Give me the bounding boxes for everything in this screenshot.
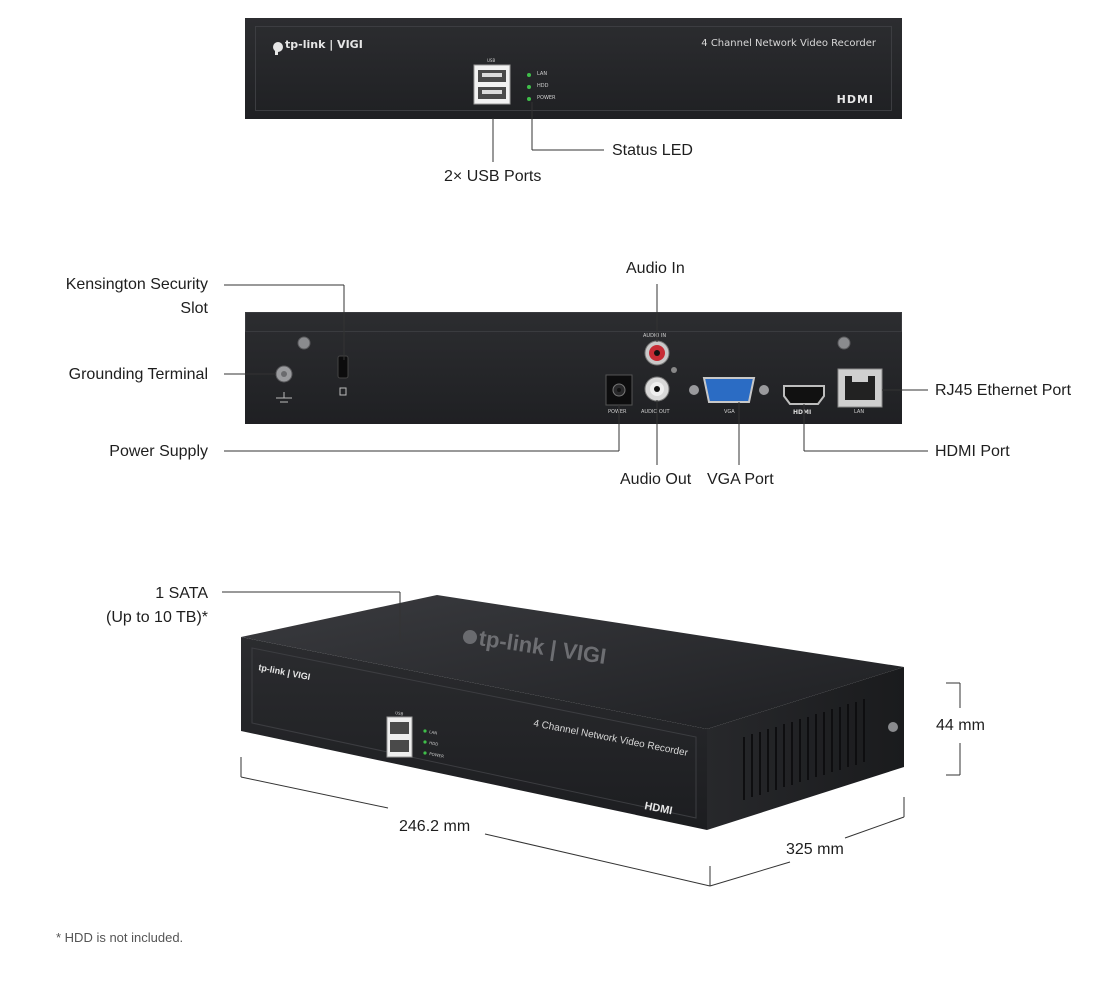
front-led-hdd: HDD bbox=[537, 83, 549, 89]
rear-port-audio-in-label: AUDIO IN bbox=[643, 333, 667, 339]
rear-panel-top-rim bbox=[245, 312, 902, 332]
label-audio-in: Audio In bbox=[626, 260, 685, 277]
label-usb-ports: 2× USB Ports bbox=[444, 168, 542, 185]
iso-led-hdd: HDD bbox=[429, 740, 439, 747]
rear-ports bbox=[275, 336, 883, 408]
label-power-supply: Power Supply bbox=[109, 443, 208, 460]
label-sata-line2: (Up to 10 TB)* bbox=[106, 609, 208, 626]
front-logo: tp-link | VIGI bbox=[285, 38, 363, 51]
footnote: * HDD is not included. bbox=[56, 930, 184, 945]
rear-callout-lines bbox=[224, 284, 928, 465]
rear-port-hdmi-label: HDMI bbox=[793, 409, 812, 416]
label-grounding-terminal: Grounding Terminal bbox=[68, 366, 208, 383]
iso-device bbox=[241, 595, 904, 830]
rear-port-vga-label: VGA bbox=[724, 409, 735, 415]
rear-port-lan-label: LAN bbox=[854, 409, 865, 415]
iso-led-power: POWER bbox=[429, 751, 445, 759]
front-usb-ports bbox=[473, 64, 511, 105]
label-rj45-port: RJ45 Ethernet Port bbox=[935, 382, 1072, 399]
front-status-leds bbox=[527, 73, 531, 101]
label-kensington-line2: Slot bbox=[180, 300, 208, 317]
front-panel-bezel bbox=[255, 26, 892, 111]
front-led-power: POWER bbox=[537, 95, 556, 101]
front-logo-mark bbox=[273, 42, 283, 55]
label-sata-line1: 1 SATA bbox=[155, 585, 208, 602]
iso-led-lan: LAN bbox=[429, 729, 438, 735]
front-led-lan: LAN bbox=[537, 71, 548, 77]
iso-hdmi-logo: HDMI bbox=[643, 800, 673, 817]
front-model-text: 4 Channel Network Video Recorder bbox=[701, 38, 876, 49]
label-audio-out: Audio Out bbox=[620, 471, 692, 488]
label-kensington-line1: Kensington Security bbox=[65, 276, 208, 293]
rear-port-power-label: POWER bbox=[608, 409, 627, 415]
rear-panel: POWER AUDIO IN AUDIO OUT VGA HDMI LAN bbox=[245, 312, 902, 424]
front-usb-text: USB bbox=[487, 58, 496, 63]
front-hdmi-logo: HDMI bbox=[836, 93, 874, 106]
label-status-led: Status LED bbox=[612, 142, 693, 159]
label-dim-width: 246.2 mm bbox=[399, 818, 471, 835]
iso-usb-text: USB bbox=[395, 710, 404, 717]
front-panel: tp-link | VIGI 4 Channel Network Video R… bbox=[245, 18, 902, 119]
rear-port-audio-out-label: AUDIO OUT bbox=[641, 409, 670, 415]
label-dim-depth: 325 mm bbox=[786, 841, 844, 858]
label-dim-height: 44 mm bbox=[936, 717, 985, 734]
label-vga-port: VGA Port bbox=[707, 471, 774, 488]
iso-dimension-lines bbox=[222, 591, 961, 887]
front-callout-lines bbox=[492, 102, 604, 162]
label-hdmi-port: HDMI Port bbox=[935, 443, 1010, 460]
